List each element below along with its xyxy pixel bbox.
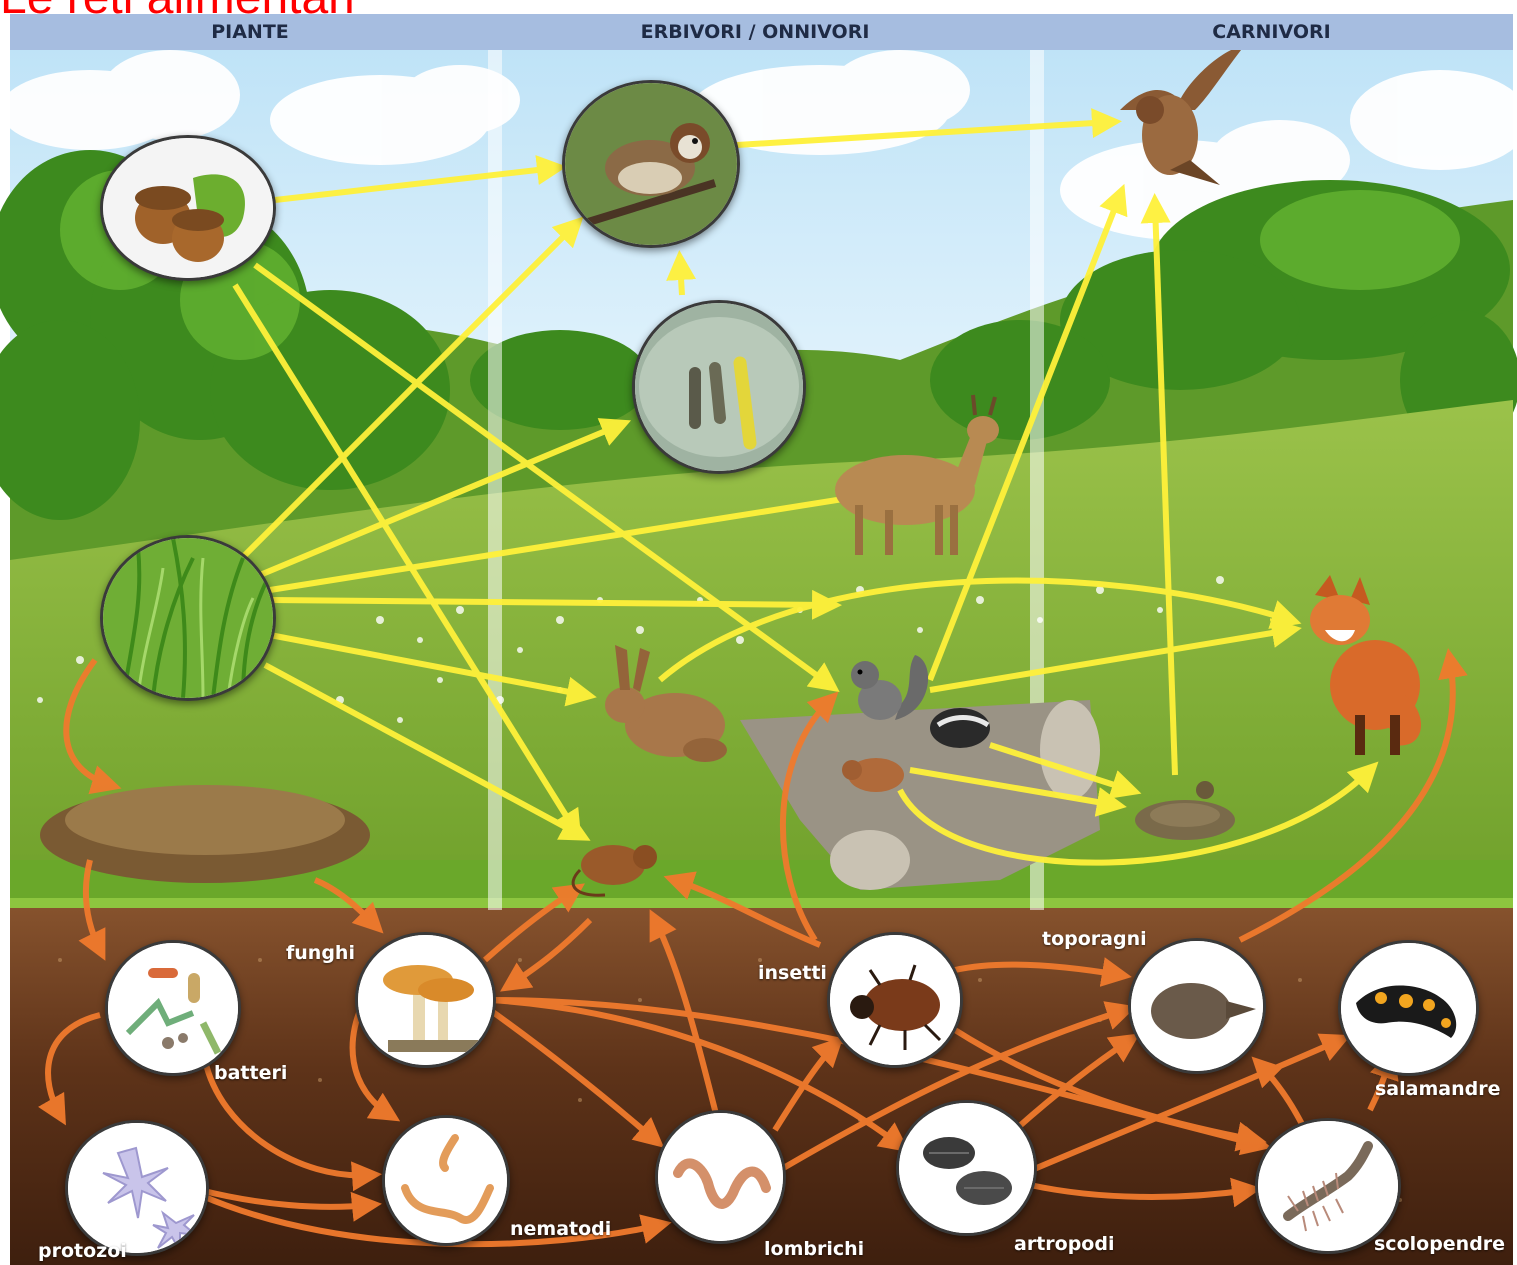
label-salamandre: salamandre [1375,1078,1500,1100]
kestrel-illustration [1110,40,1250,190]
label-insetti: insetti [758,962,827,984]
label-lombrichi: lombrichi [764,1238,864,1260]
fungi-illustration [355,932,496,1068]
column-label-carnivores: CARNIVORI [1030,14,1513,50]
label-funghi: funghi [286,942,355,964]
viper-illustration [1130,775,1240,845]
label-batteri: batteri [214,1062,287,1084]
salamander-illustration [1338,940,1479,1076]
beetle-illustration [827,932,963,1068]
label-artropodi: artropodi [1014,1233,1114,1255]
grass-illustration [100,535,276,701]
caterpillars-illustration [632,300,806,474]
label-nematodi: nematodi [510,1218,611,1240]
sparrow-illustration [562,80,740,248]
bacteria-illustration [105,940,241,1076]
shrew-illustration [1128,938,1266,1074]
protozoa-illustration [65,1120,209,1256]
squirrel-illustration [845,650,935,730]
field-mouse-illustration [565,835,665,900]
label-protozoi: protozoi [38,1240,127,1262]
label-toporagni: toporagni [1042,928,1147,950]
page-title: Le reti alimentari [0,0,355,22]
column-label-herbivores: ERBIVORI / ONNIVORI [490,14,1020,50]
fox-illustration [1295,575,1435,755]
skunk-illustration [928,700,993,750]
woodlice-illustration [896,1100,1037,1236]
acorns-illustration [100,135,276,281]
roe-deer-illustration [815,395,1015,555]
earthworm-illustration [655,1110,786,1244]
vole-illustration [838,750,908,795]
nematodes-illustration [382,1115,510,1246]
label-scolopendre: scolopendre [1374,1233,1505,1255]
hare-illustration [595,640,730,775]
